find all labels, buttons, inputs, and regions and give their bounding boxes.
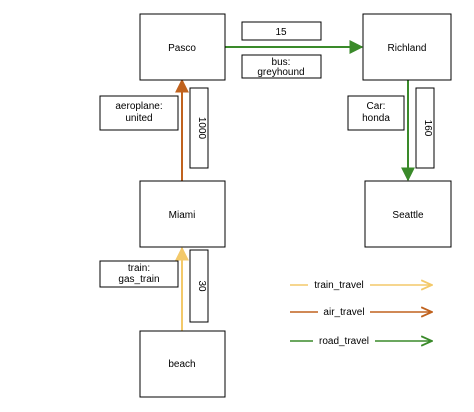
legend: train_travel air_travel road_travel	[290, 278, 432, 347]
node-seattle-label: Seattle	[392, 210, 424, 221]
node-miami-label: Miami	[169, 210, 196, 221]
legend-road: road_travel	[290, 334, 432, 347]
label-pasco-richland-value: 15	[241, 21, 322, 41]
node-richland[interactable]: Richland	[362, 13, 452, 81]
node-beach-label: beach	[168, 359, 195, 370]
svg-text:train:: train:	[128, 263, 150, 274]
svg-text:bus:: bus:	[272, 57, 291, 68]
label-beach-miami-value: 30	[189, 249, 209, 323]
label-pasco-richland-mode: bus: greyhound	[241, 54, 322, 79]
svg-text:united: united	[125, 113, 152, 124]
node-pasco[interactable]: Pasco	[139, 13, 226, 81]
node-beach[interactable]: beach	[139, 330, 226, 398]
svg-text:greyhound: greyhound	[257, 67, 304, 78]
svg-text:air_travel: air_travel	[323, 307, 364, 318]
node-richland-label: Richland	[388, 43, 427, 54]
svg-text:15: 15	[275, 27, 287, 38]
node-miami[interactable]: Miami	[139, 180, 226, 248]
svg-text:train_travel: train_travel	[314, 280, 363, 291]
svg-text:Car:: Car:	[367, 101, 386, 112]
svg-text:road_travel: road_travel	[319, 336, 369, 347]
legend-train: train_travel	[290, 278, 432, 291]
svg-text:gas_train: gas_train	[118, 274, 159, 285]
svg-text:honda: honda	[362, 113, 390, 124]
label-miami-pasco-mode: aeroplane: united	[99, 95, 179, 131]
label-miami-pasco-value: 1000	[189, 87, 209, 169]
svg-text:aeroplane:: aeroplane:	[115, 101, 162, 112]
svg-text:1000: 1000	[196, 117, 207, 140]
svg-text:160: 160	[422, 120, 433, 137]
label-richland-seattle-mode: Car: honda	[347, 95, 405, 131]
node-pasco-label: Pasco	[168, 43, 196, 54]
label-beach-miami-mode: train: gas_train	[99, 260, 179, 288]
node-seattle[interactable]: Seattle	[364, 180, 452, 248]
label-richland-seattle-value: 160	[415, 87, 435, 169]
legend-air: air_travel	[290, 305, 432, 318]
svg-text:30: 30	[196, 280, 207, 292]
